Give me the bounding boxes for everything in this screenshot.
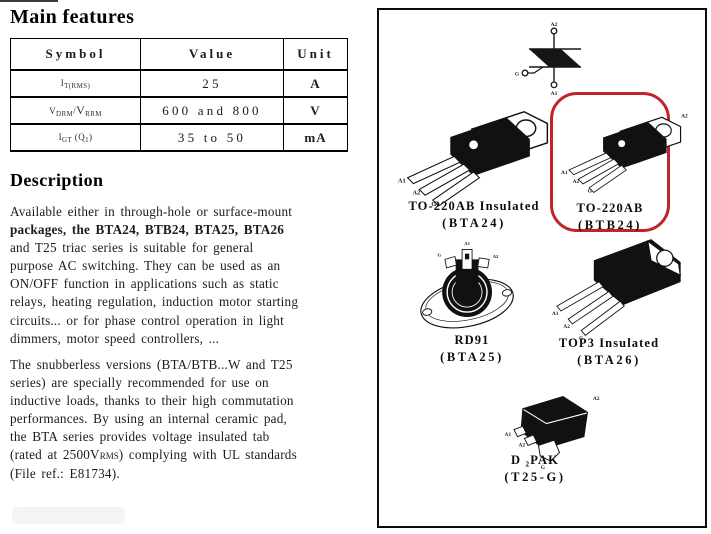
text-line: series) are specially recommended for us… (10, 375, 269, 391)
unit-cell: A (283, 69, 348, 98)
text-line: ON/OFF function in applications such as … (10, 276, 279, 292)
text-line: the BTA series provides voltage insulate… (10, 429, 270, 445)
value-cell: 35 to 50 (140, 123, 284, 152)
symbol-cell: VDRM/VRRM (10, 96, 141, 125)
unit-cell: V (283, 96, 348, 125)
text-line: performances. By using an internal ceram… (10, 411, 287, 427)
triac-a2-label: A2 (551, 22, 558, 28)
description-title: Description (10, 170, 104, 190)
symbol-cell: IT(RMS) (10, 69, 141, 98)
package-name: D ₂PAK (511, 453, 559, 467)
triac-gate-label: G (515, 72, 520, 78)
top3-insulated-drawing: A1 A2 G (552, 239, 681, 341)
package-caption-bta26: TOP3 Insulated (BTA26) (539, 335, 679, 369)
package-name: TOP3 Insulated (558, 336, 660, 350)
package-name: RD91 (454, 333, 490, 347)
text-line: (File ref.: E81734). (10, 465, 120, 481)
package-caption-bta25: RD91 (BTA25) (407, 332, 537, 366)
pin-label-g: G (588, 188, 593, 194)
package-variant: (BTA25) (440, 350, 504, 364)
pin-label-a1: A1 (552, 311, 559, 317)
text-line: dimmers, motor speed controllers, ... (10, 330, 220, 346)
text-line: relays, heating regulation, induction mo… (10, 294, 299, 310)
package-variant: (T25-G) (504, 470, 566, 484)
package-variant: (BTA24) (442, 216, 506, 230)
to220ab-insulated-drawing: A1 A2 G (398, 110, 549, 208)
column-header: Unit (283, 38, 348, 71)
main-features-title: Main features (10, 6, 135, 28)
pin-label-g: G (541, 465, 545, 471)
pin-label-g: G (431, 201, 436, 208)
pin-label-g: G (438, 253, 442, 258)
text-line: inductive loads, thanks to their high co… (10, 393, 294, 409)
package-name: TO-220AB (576, 201, 644, 215)
description-paragraph-1: Available either in through-hole or surf… (10, 203, 360, 348)
pin-label-a2: A2 (573, 179, 580, 185)
description-paragraph-2: The snubberless versions (BTA/BTB...W an… (10, 356, 360, 483)
unit-cell: mA (283, 123, 348, 152)
text-line: circuits... or for phase control operati… (10, 312, 284, 328)
pin-label-a1: A1 (561, 170, 568, 176)
to220ab-drawing: A2 A1 A2 G (561, 113, 688, 194)
scan-artifact (0, 0, 58, 2)
tab-label-a2: A2 (593, 396, 600, 402)
pin-label-a2: A2 (563, 324, 570, 330)
text-line: and T25 triac series is suitable for gen… (10, 240, 254, 256)
text-line: Available either in through-hole or surf… (10, 204, 293, 219)
value-cell: 600 and 800 (140, 96, 284, 125)
text-line: The snubberless versions (BTA/BTB...W an… (10, 357, 293, 372)
pin-label-a1: A1 (464, 241, 470, 246)
package-caption-btb24: TO-220AB (BTB24) (557, 200, 663, 234)
triac-symbol-drawing: A2 A1 G (515, 22, 581, 97)
text-line: (rated at 2500VRMS) complying with UL st… (10, 447, 297, 463)
package-name: TO-220AB Insulated (408, 199, 540, 213)
text-line: packages, the BTA24, BTB24, BTA25, BTA26 (10, 222, 285, 238)
pin-label-a1: A1 (398, 178, 406, 185)
column-header: Value (140, 38, 284, 71)
package-caption-bta24: TO-220AB Insulated (BTA24) (389, 198, 559, 232)
pin-label-a2: A2 (519, 442, 526, 448)
value-cell: 25 (140, 69, 284, 98)
pin-label-a1: A1 (505, 432, 512, 438)
text-line: purpose AC switching. They can be used a… (10, 258, 281, 274)
rd91-drawing: G A1 A2 (420, 241, 514, 329)
column-header: Symbol (10, 38, 141, 71)
tab-label-a2: A2 (681, 113, 688, 119)
pin-label-a2: A2 (493, 254, 499, 259)
package-variant: (BTB24) (577, 218, 643, 232)
faint-watermark (12, 507, 125, 524)
highlight-ring (550, 92, 670, 232)
triac-a1-label: A1 (551, 91, 558, 97)
package-caption-t25g: D ₂PAK (T25-G) (475, 452, 595, 486)
symbol-cell: IGT (Q1) (10, 123, 141, 152)
pin-label-g: G (579, 335, 583, 341)
package-panel: A2 A1 G A1 A2 G (377, 8, 707, 528)
package-variant: (BTA26) (577, 353, 641, 367)
pin-label-a2: A2 (412, 189, 420, 196)
d2pak-drawing: A2 A1 A2 G (505, 396, 600, 471)
